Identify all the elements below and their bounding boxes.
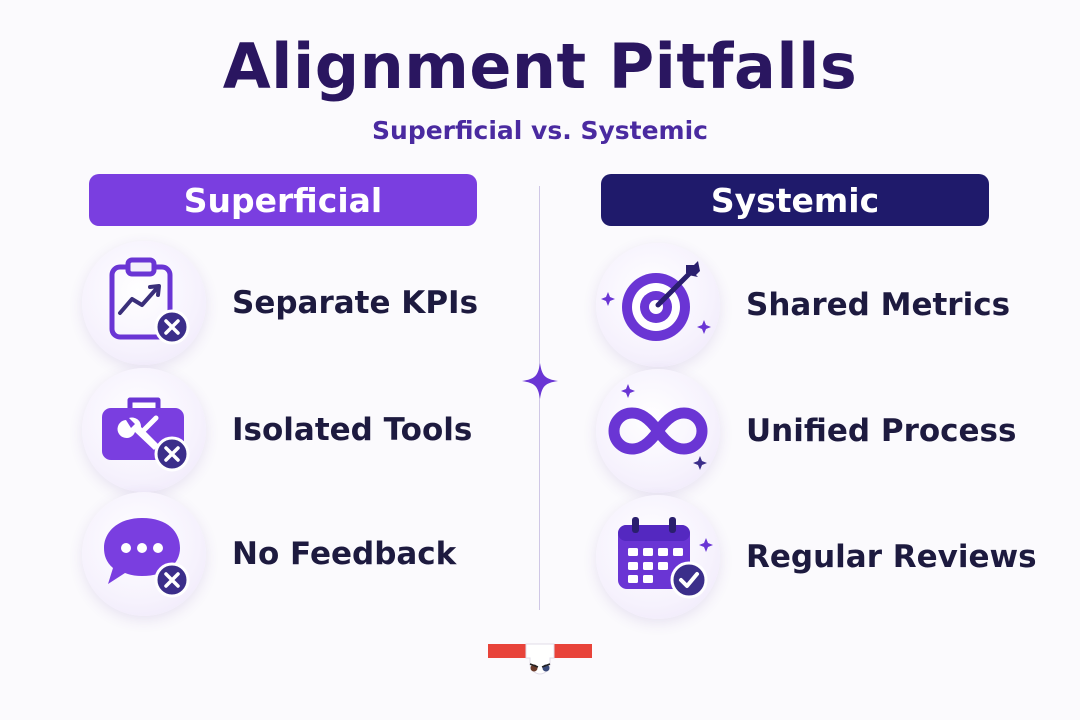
item-unified-process: Unified Process [596,369,1016,493]
item-label: Isolated Tools [232,412,473,448]
item-shared-metrics: Shared Metrics [596,243,1010,367]
mascot-logo [488,643,592,675]
page-title: Alignment Pitfalls [222,30,858,103]
item-label: Separate KPIs [232,285,479,321]
infinity-icon [596,369,720,493]
item-label: Unified Process [746,413,1017,449]
superficial-heading: Superficial [89,174,477,226]
calendar-check-icon [596,495,720,619]
item-label: Shared Metrics [746,287,1011,323]
item-label: Regular Reviews [746,539,1037,575]
toolbox-x-icon [82,368,206,492]
clipboard-chart-x-icon [82,241,206,365]
sparkle-icon [522,363,558,399]
item-isolated-tools: Isolated Tools [82,368,472,492]
systemic-heading: Systemic [601,174,989,226]
item-label: No Feedback [232,536,457,572]
item-regular-reviews: Regular Reviews [596,495,1037,619]
chat-bubble-x-icon [82,492,206,616]
page-subtitle: Superficial vs. Systemic [372,116,708,145]
item-separate-kpis: Separate KPIs [82,241,478,365]
item-no-feedback: No Feedback [82,492,456,616]
column-divider [539,186,540,610]
target-arrow-icon [596,243,720,367]
